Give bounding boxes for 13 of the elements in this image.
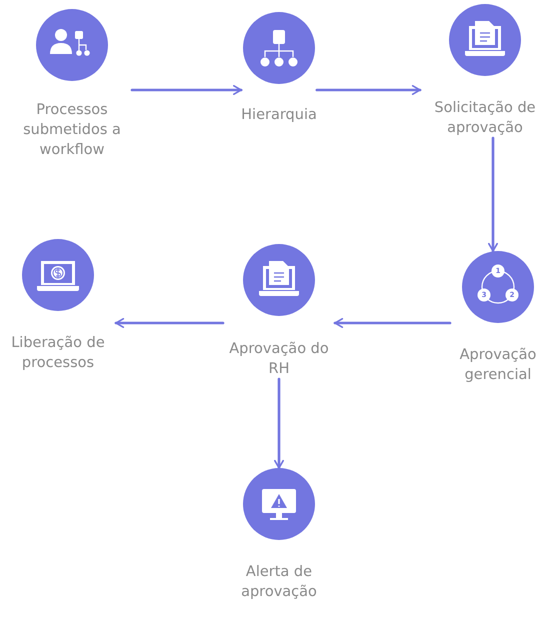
arrow [488,136,498,252]
arrow [130,85,242,95]
step-label: Aprovação gerencial [458,346,538,385]
step-label: Liberação de processos [10,334,106,373]
step-label: Processos submetidos a workflow [22,101,122,160]
step-label: Solicitação de aprovação [433,99,537,138]
arrow [316,85,422,95]
arrow [274,378,284,470]
arrow [114,318,224,328]
arrow [334,318,452,328]
step-label: Aprovação do RH [228,340,330,379]
step-label: Alerta de aprovação [240,563,318,602]
step-label: Hierarquia [241,106,317,125]
